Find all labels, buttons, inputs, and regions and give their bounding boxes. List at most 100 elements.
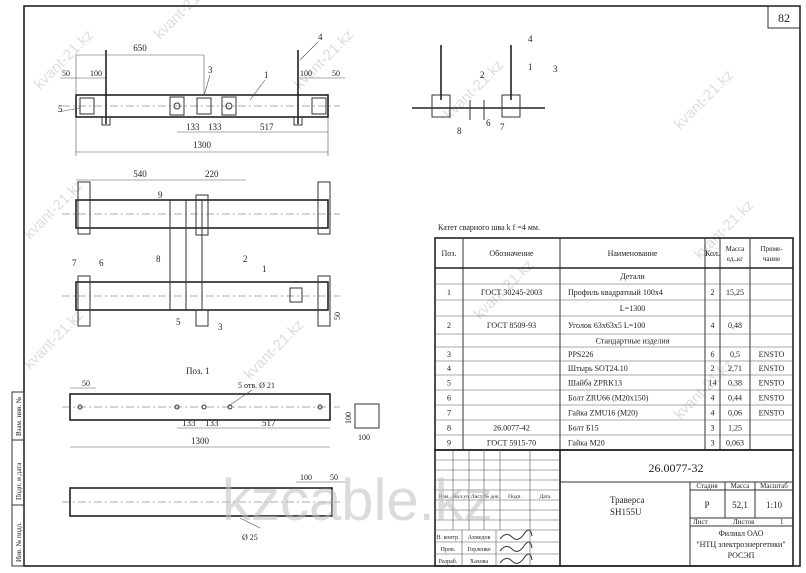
- watermark: kvant-21.kz: [21, 177, 87, 243]
- table-cell-designation: 26.0077-42: [493, 424, 530, 433]
- sheets-label: Листов: [733, 518, 755, 526]
- callout: 4: [318, 32, 323, 42]
- callout: 5: [58, 104, 63, 114]
- rev-header: Дата: [540, 494, 552, 500]
- dim-517: 517: [262, 418, 276, 428]
- watermark: kvant-21.kz: [441, 57, 507, 123]
- callout: 3: [218, 322, 223, 332]
- signer-name: Хахова: [470, 559, 489, 565]
- rev-header: Кол.уч: [453, 494, 469, 500]
- dim-650: 650: [133, 43, 147, 53]
- table-cell-mass: 0,06: [728, 409, 742, 418]
- watermark: kvant-21.kz: [31, 27, 97, 93]
- dim-100: 100: [300, 69, 312, 78]
- table-cell-qty: 3: [711, 424, 715, 433]
- margin-label: Подп. и дата: [15, 462, 23, 500]
- sheet-frame: [23, 5, 801, 567]
- table-cell-mass: 15,25: [726, 288, 744, 297]
- view-middle: 540 220 50 9 8 2 1 7 6 5 3: [62, 169, 342, 332]
- dim-50: 50: [333, 312, 342, 320]
- sheet-label: Лист: [693, 518, 708, 526]
- callout: 4: [528, 34, 533, 44]
- dim-50: 50: [332, 69, 340, 78]
- dim-50: 50: [330, 473, 338, 482]
- table-cell-note: ENSTO: [759, 364, 785, 373]
- watermark: kvant-21.kz: [291, 27, 357, 93]
- site-watermark: kzcable.kz: [222, 468, 493, 533]
- dim-540: 540: [133, 169, 147, 179]
- signer-role: Пров.: [441, 547, 456, 553]
- table-cell-qty: 14: [709, 379, 717, 388]
- margin-stamp: Взам. инв. № Подп. и дата Инв. № подл.: [11, 391, 25, 567]
- callout: 7: [72, 258, 77, 268]
- sheet-number-box: [767, 5, 801, 29]
- mass-label: Масса: [731, 482, 751, 490]
- view-top: 650 50 100 100 50 133 133 517 1300 1 3 4…: [57, 32, 345, 156]
- callout: 3: [553, 64, 558, 74]
- watermark: kvant-21.kz: [21, 307, 87, 373]
- table-cell-designation: ГОСТ 5915-70: [487, 439, 536, 448]
- rev-header: Подп.: [508, 494, 522, 500]
- stage-label: Стадия: [696, 482, 718, 490]
- table-cell-name: Детали: [620, 272, 645, 281]
- dim-50: 50: [82, 379, 90, 388]
- weld-note: Катет сварного шва k f =4 мм.: [438, 223, 540, 232]
- dim-133: 133: [182, 418, 196, 428]
- dim-133: 133: [208, 122, 222, 132]
- table-cell-name: Болт ZRU66 (M20х150): [568, 394, 649, 403]
- callout: 2: [243, 254, 248, 264]
- dim-dia25: Ø 25: [242, 533, 258, 542]
- table-cell-mass: 0,38: [728, 379, 742, 388]
- callout: 3: [208, 65, 213, 75]
- table-cell-qty: 4: [711, 394, 715, 403]
- table-cell-pos: 2: [447, 321, 451, 330]
- callout: 9: [158, 190, 163, 200]
- rev-header: № док.: [484, 494, 501, 500]
- scale-label: Масштаб: [760, 482, 788, 490]
- table-cell-name: Гайка ZMU16 (M20): [568, 409, 638, 418]
- table-cell-mass: 0,44: [728, 394, 742, 403]
- table-cell-name: Штырь SOT24.10: [568, 364, 628, 373]
- dim-133: 133: [186, 122, 200, 132]
- dim-133: 133: [205, 418, 219, 428]
- table-cell-pos: 1: [447, 288, 451, 297]
- dim-220: 220: [205, 169, 219, 179]
- table-cell-mass: 1,25: [728, 424, 742, 433]
- total-mass: 52,1: [732, 500, 748, 510]
- table-cell-name: L=1300: [620, 304, 645, 313]
- stage: Р: [704, 500, 709, 510]
- callout: 2: [480, 70, 485, 80]
- table-cell-qty: 4: [711, 321, 715, 330]
- title-line1: Траверса: [610, 495, 644, 505]
- table-cell-mass: 0,063: [726, 439, 744, 448]
- dim-100: 100: [344, 412, 353, 424]
- rev-header: Лист: [471, 494, 483, 500]
- table-cell-name: Уголок 63х63х5 L=100: [568, 321, 645, 330]
- view-side: 4 2 1 3 8 6 7: [412, 34, 558, 136]
- table-cell-qty: 2: [711, 364, 715, 373]
- org-line1: Филиал ОАО: [718, 529, 763, 538]
- signer-name: Ахмедов: [468, 535, 491, 541]
- callout: 7: [500, 122, 505, 132]
- table-cell-name: PPS226: [568, 350, 593, 359]
- title-block: 26.0077-32 Траверса SH155U Стадия Масса …: [434, 449, 794, 567]
- dim-holes: 5 отв. Ø 21: [238, 381, 275, 390]
- dim-100: 100: [300, 473, 312, 482]
- table-header: Обозначение: [489, 249, 534, 258]
- watermarks: kvant-21.kz kvant-21.kz kvant-21.kz kvan…: [21, 0, 757, 423]
- dim-100: 100: [90, 69, 102, 78]
- watermark: kvant-21.kz: [671, 67, 737, 133]
- callout: 8: [156, 254, 161, 264]
- table-cell-note: ENSTO: [759, 409, 785, 418]
- signer-name: Горленко: [467, 547, 490, 553]
- table-cell-pos: 6: [447, 394, 451, 403]
- margin-label: Взам. инв. №: [15, 396, 23, 436]
- signer-role: Н. контр.: [436, 535, 460, 541]
- org-line2: "НТЦ электроэнергетики": [696, 540, 785, 549]
- table-cell-designation: ГОСТ 8509-93: [487, 321, 536, 330]
- scale: 1:10: [766, 500, 783, 510]
- callout: 5: [176, 317, 181, 327]
